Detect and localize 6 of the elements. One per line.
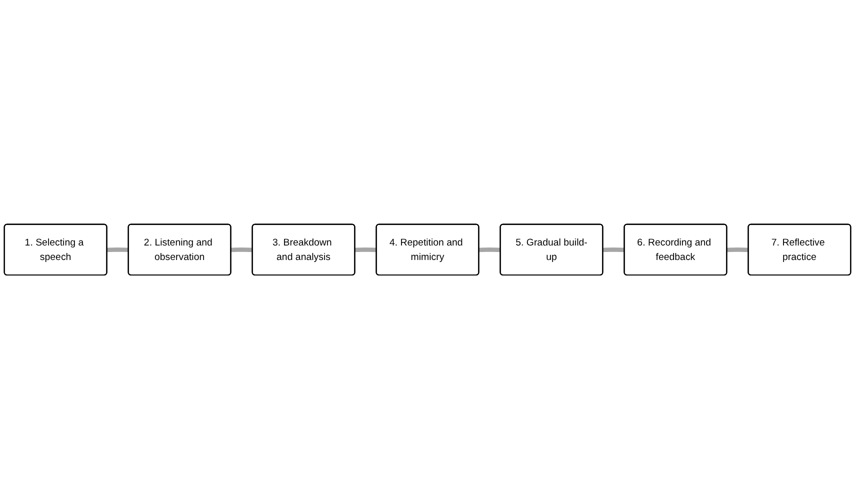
connector xyxy=(726,247,749,252)
connector xyxy=(478,247,501,252)
connector xyxy=(106,247,129,252)
connector xyxy=(230,247,253,252)
connector xyxy=(602,247,625,252)
connector xyxy=(354,247,377,252)
